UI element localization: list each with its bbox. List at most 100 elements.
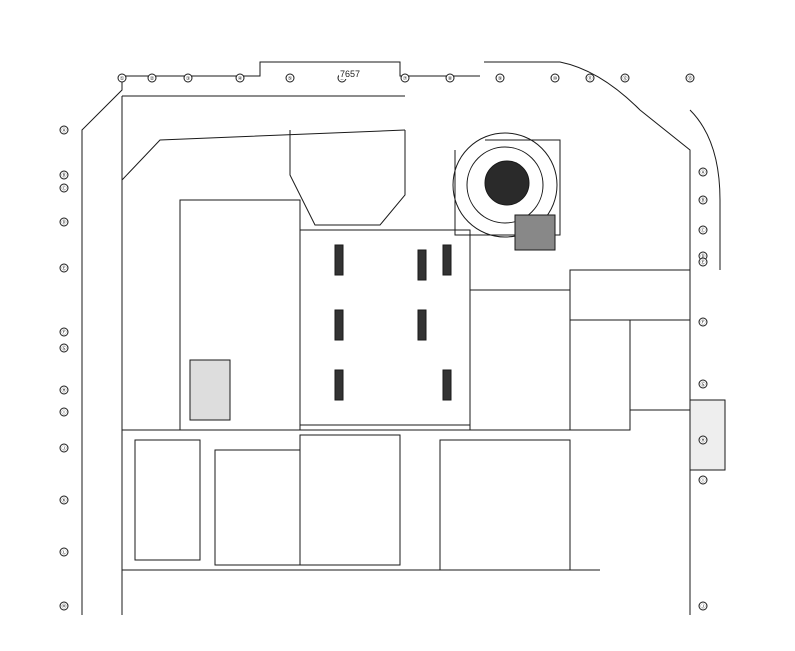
left-axis-marker: Ⓗ xyxy=(59,385,69,395)
svg-text:③: ③ xyxy=(186,76,191,82)
escalator-3 xyxy=(334,369,344,401)
top-axis-marker: ⑤ xyxy=(285,73,295,83)
svg-text:Ⓗ: Ⓗ xyxy=(700,437,705,444)
left-axis-markers: Ⓐ Ⓑ Ⓒ Ⓓ Ⓔ Ⓕ Ⓖ Ⓗ Ⓘ Ⓙ Ⓚ Ⓛ Ⓜ xyxy=(59,125,69,611)
stair-block xyxy=(189,359,231,421)
top-dimension-label: 7657 xyxy=(339,69,362,79)
top-axis-marker: ⑫ xyxy=(620,73,630,83)
angled-inner-wall xyxy=(121,129,406,181)
top-right-wall xyxy=(484,61,691,615)
right-room-c xyxy=(629,319,691,411)
svg-text:Ⓔ: Ⓔ xyxy=(61,265,66,272)
left-axis-marker: Ⓖ xyxy=(59,343,69,353)
left-axis-marker: Ⓕ xyxy=(59,327,69,337)
circular-structure-inner xyxy=(466,146,544,224)
core-block-right xyxy=(469,289,571,431)
top-axis-marker: ③ xyxy=(183,73,193,83)
top-axis-marker: ④ xyxy=(235,73,245,83)
right-axis-marker: Ⓒ xyxy=(698,225,708,235)
svg-text:Ⓕ: Ⓕ xyxy=(700,319,705,326)
escalator-7 xyxy=(442,369,452,401)
svg-text:Ⓓ: Ⓓ xyxy=(700,253,705,260)
svg-text:Ⓐ: Ⓐ xyxy=(61,127,66,134)
svg-text:Ⓙ: Ⓙ xyxy=(61,445,66,452)
escalator-4 xyxy=(417,249,427,281)
lattice-area xyxy=(514,214,556,251)
lower-room-c xyxy=(134,439,201,561)
top-wall xyxy=(122,61,480,77)
svg-text:⑬: ⑬ xyxy=(687,75,692,82)
right-axis-marker: Ⓗ xyxy=(698,435,708,445)
svg-text:⑧: ⑧ xyxy=(448,76,453,82)
left-axis-marker: Ⓒ xyxy=(59,183,69,193)
svg-text:⑪: ⑪ xyxy=(587,75,592,82)
upper-room xyxy=(289,130,406,226)
svg-text:Ⓘ: Ⓘ xyxy=(61,409,66,416)
svg-text:Ⓐ: Ⓐ xyxy=(700,169,705,176)
right-curve xyxy=(689,109,721,270)
right-room-b xyxy=(569,319,631,431)
left-axis-marker: Ⓑ xyxy=(59,170,69,180)
svg-text:Ⓔ: Ⓔ xyxy=(700,259,705,266)
svg-text:⑦: ⑦ xyxy=(403,76,408,82)
left-axis-marker: Ⓓ xyxy=(59,217,69,227)
svg-text:⑥: ⑥ xyxy=(340,76,345,82)
svg-text:⑩: ⑩ xyxy=(553,76,558,82)
svg-text:⑫: ⑫ xyxy=(622,75,627,82)
escalator-1 xyxy=(334,244,344,276)
svg-text:Ⓑ: Ⓑ xyxy=(700,197,705,204)
svg-text:Ⓓ: Ⓓ xyxy=(61,219,66,226)
svg-text:Ⓛ: Ⓛ xyxy=(61,549,66,556)
top-axis-marker: ① xyxy=(117,73,127,83)
svg-text:Ⓒ: Ⓒ xyxy=(700,227,705,234)
svg-text:Ⓜ: Ⓜ xyxy=(61,603,66,610)
top-axis-marker: ⑨ xyxy=(495,73,505,83)
lower-right-block xyxy=(439,439,571,571)
circular-structure-core xyxy=(484,160,530,206)
escalator-2 xyxy=(334,309,344,341)
left-axis-marker: Ⓛ xyxy=(59,547,69,557)
right-axis-marker: Ⓔ xyxy=(698,257,708,267)
escalator-6 xyxy=(442,244,452,276)
svg-text:①: ① xyxy=(120,76,125,82)
right-axis-marker: Ⓘ xyxy=(698,475,708,485)
top-axis-marker: ⑪ xyxy=(585,73,595,83)
svg-text:②: ② xyxy=(150,76,155,82)
svg-text:Ⓗ: Ⓗ xyxy=(61,387,66,394)
left-axis-marker: Ⓐ xyxy=(59,125,69,135)
svg-text:Ⓖ: Ⓖ xyxy=(700,381,705,388)
svg-text:Ⓑ: Ⓑ xyxy=(61,172,66,179)
svg-text:Ⓒ: Ⓒ xyxy=(61,185,66,192)
right-axis-marker: Ⓑ xyxy=(698,195,708,205)
top-axis-marker: ⑬ xyxy=(685,73,695,83)
left-axis-marker: Ⓘ xyxy=(59,407,69,417)
lower-room-a xyxy=(214,449,301,566)
top-axis-marker: ⑧ xyxy=(445,73,455,83)
lower-room-b xyxy=(299,434,401,566)
top-axis-markers: ① ② ③ ④ ⑤ ⑥ ⑦ ⑧ ⑨ ⑩ ⑪ ⑫ ⑬ xyxy=(117,73,695,83)
left-axis-marker: Ⓚ xyxy=(59,495,69,505)
svg-text:Ⓙ: Ⓙ xyxy=(700,603,705,610)
circular-frame xyxy=(454,139,561,236)
right-axis-marker: Ⓖ xyxy=(698,379,708,389)
escalator-5 xyxy=(417,309,427,341)
top-axis-marker: ⑦ xyxy=(400,73,410,83)
left-axis-marker: Ⓙ xyxy=(59,443,69,453)
svg-text:Ⓕ: Ⓕ xyxy=(61,329,66,336)
circular-structure-outer xyxy=(452,132,558,238)
right-axis-markers: Ⓐ Ⓑ Ⓒ ⒹⒺ Ⓕ Ⓖ Ⓗ Ⓘ Ⓙ xyxy=(698,167,708,611)
top-axis-marker: ⑩ xyxy=(550,73,560,83)
stairs-right xyxy=(689,399,726,471)
left-axis-marker: Ⓔ xyxy=(59,263,69,273)
right-axis-marker: Ⓐ xyxy=(698,167,708,177)
outer-wall xyxy=(81,76,123,615)
svg-text:Ⓚ: Ⓚ xyxy=(61,497,66,504)
right-room-a xyxy=(569,269,691,321)
svg-text:⑨: ⑨ xyxy=(498,76,503,82)
right-axis-marker: Ⓕ xyxy=(698,317,708,327)
top-axis-marker: ② xyxy=(147,73,157,83)
left-axis-marker: Ⓜ xyxy=(59,601,69,611)
svg-text:④: ④ xyxy=(238,76,243,82)
